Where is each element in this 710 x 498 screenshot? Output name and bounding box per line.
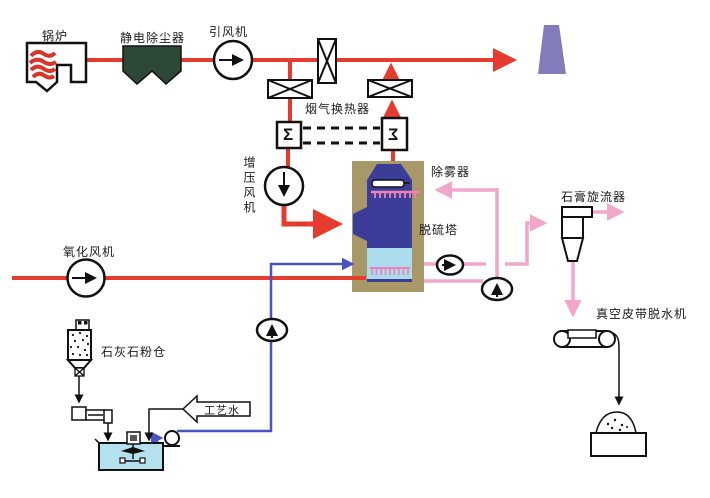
ggh-label: 烟气换热器 <box>305 102 371 116</box>
ggh-cold-side-symbol: Σ <box>388 125 399 144</box>
limestone-silo-label: 石灰石粉仓 <box>101 345 167 359</box>
recirculation-pump <box>480 276 514 302</box>
electrostatic-precipitator <box>122 45 182 86</box>
vacuum-belt-machine <box>553 329 616 348</box>
stack <box>538 25 566 74</box>
oxidation-sparger <box>370 267 410 275</box>
gypsum-speckles <box>606 418 628 432</box>
gypsum-cyclone-label: 石膏旋流器 <box>561 190 627 204</box>
absorber-tower <box>352 161 424 292</box>
silo-outlet-valve-icon <box>74 367 85 377</box>
tank-lip <box>94 438 100 444</box>
spray-nozzles <box>374 192 416 198</box>
spray-header <box>371 190 421 198</box>
gypsum-pad <box>590 432 647 457</box>
slurry-feed-line <box>177 257 355 433</box>
boiler <box>25 41 88 93</box>
damper-main-icon <box>317 38 337 84</box>
esp-label: 静电除尘器 <box>120 31 186 45</box>
limestone-silo <box>65 319 113 442</box>
oxidation-fan <box>66 258 106 298</box>
process-water-label: 工艺水 <box>204 405 240 417</box>
vacuum-belt-label: 真空皮带脱水机 <box>596 307 688 321</box>
dampers <box>267 38 413 99</box>
boiler-flame-coil <box>28 49 58 80</box>
limestone-slurry-lines <box>151 257 355 463</box>
ggh-hot-side <box>275 120 303 150</box>
boiler-body <box>25 41 88 93</box>
duct-booster-to-absorber <box>281 205 343 239</box>
ggh-cold-side <box>380 116 409 152</box>
cyclone-feed-line <box>505 214 548 266</box>
booster-fan-label: 增压风机 <box>242 156 256 216</box>
belt-roller-left <box>553 330 571 348</box>
boiler-label: 锅炉 <box>42 29 69 43</box>
belt-roller-right <box>598 330 616 348</box>
slurry-feed-pump <box>255 317 289 343</box>
id-fan <box>212 39 254 81</box>
silo-hopper <box>65 359 94 369</box>
gypsum-discharge-line <box>612 332 624 406</box>
process-water-arrow-icon <box>181 394 251 424</box>
gypsum-mound <box>595 411 637 434</box>
id-fan-label: 引风机 <box>209 25 249 39</box>
booster-fan <box>263 165 305 207</box>
agitator-blade <box>121 447 145 454</box>
damper-outlet-icon <box>367 79 413 98</box>
absorber-inlet-duct <box>353 207 367 241</box>
demister-element-icon <box>371 179 405 188</box>
silo-speckles <box>69 331 90 357</box>
process-water-line <box>144 408 183 442</box>
tank-body <box>98 442 164 471</box>
gypsum-cyclone <box>560 206 593 262</box>
bleed-pump <box>435 254 465 276</box>
cyclone-body <box>561 216 584 239</box>
cyclone-overflow-box <box>561 206 593 218</box>
screw-feeder <box>71 406 113 424</box>
absorber-label: 脱硫塔 <box>419 223 459 237</box>
cyclone-cone <box>560 237 585 262</box>
demister-label: 除雾器 <box>431 165 471 179</box>
oxidation-fan-label: 氧化风机 <box>63 245 116 259</box>
slurry-tank <box>94 431 164 471</box>
process-water <box>144 394 251 442</box>
gypsum-pile <box>590 411 647 457</box>
vacuum-box <box>567 329 597 339</box>
damper-bypass-icon <box>267 79 313 99</box>
tank-transfer-pump <box>164 430 180 447</box>
gas-gas-heater <box>275 116 409 152</box>
ggh-coupling-dashes <box>303 126 380 145</box>
ggh-hot-side-symbol: Σ <box>283 125 294 144</box>
agitator <box>119 431 146 464</box>
